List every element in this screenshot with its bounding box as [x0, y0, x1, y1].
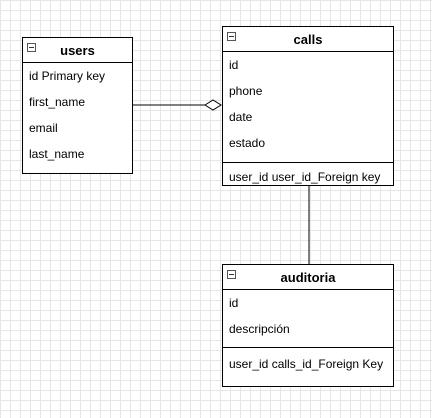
entity-users-field[interactable]: email: [29, 121, 58, 135]
collapse-icon[interactable]: [227, 270, 236, 279]
entity-calls-header[interactable]: calls: [223, 27, 393, 52]
entity-users-field[interactable]: id Primary key: [29, 69, 106, 83]
entity-users-field[interactable]: first_name: [29, 95, 86, 109]
entity-calls[interactable]: calls id phone date estado user_id user_…: [222, 26, 394, 186]
collapse-icon[interactable]: [227, 32, 236, 41]
entity-auditoria-divider: [223, 347, 393, 348]
entity-auditoria-header[interactable]: auditoria: [223, 265, 393, 290]
entity-calls-divider: [223, 162, 393, 163]
entity-calls-field[interactable]: phone: [229, 84, 263, 98]
entity-auditoria[interactable]: auditoria id descripción user_id calls_i…: [222, 264, 394, 387]
entity-calls-key[interactable]: user_id user_id_Foreign key: [229, 170, 381, 184]
entity-auditoria-field[interactable]: descripción: [229, 322, 290, 336]
entity-calls-field[interactable]: estado: [229, 136, 266, 150]
entity-calls-title: calls: [293, 32, 323, 47]
entity-auditoria-field[interactable]: id: [229, 296, 239, 310]
entity-auditoria-title: auditoria: [280, 270, 336, 285]
entity-calls-field[interactable]: date: [229, 110, 253, 124]
collapse-icon[interactable]: [27, 43, 36, 52]
entity-users-field[interactable]: last_name: [29, 147, 85, 161]
entity-users[interactable]: users id Primary key first_name email la…: [22, 37, 133, 174]
entity-calls-field[interactable]: id: [229, 58, 239, 72]
entity-auditoria-key[interactable]: user_id calls_id_Foreign Key: [229, 357, 384, 371]
aggregation-diamond: [204, 99, 222, 111]
entity-users-header[interactable]: users: [23, 38, 132, 63]
entity-users-title: users: [60, 43, 95, 58]
